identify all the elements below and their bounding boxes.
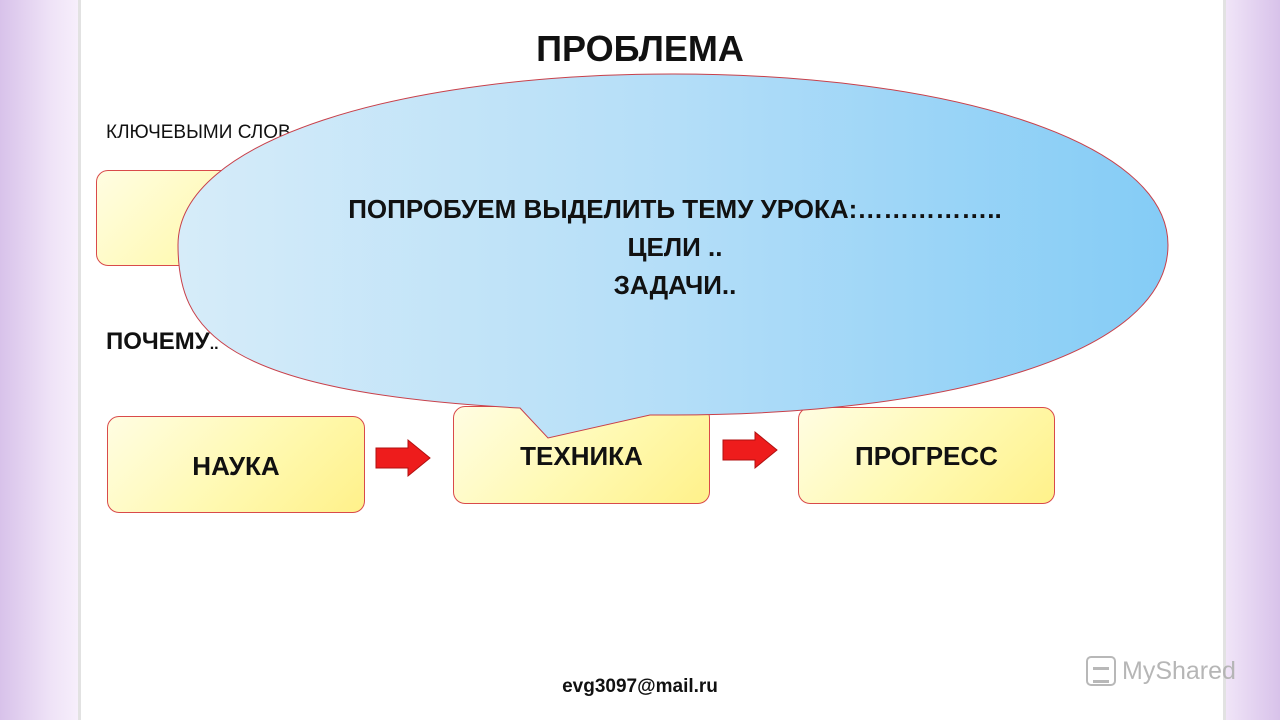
keywords-label: КЛЮЧЕВЫМИ СЛОВ xyxy=(106,122,291,143)
why-text: ПОЧЕМУ xyxy=(106,328,210,355)
bubble-text: ПОПРОБУЕМ ВЫДЕЛИТЬ ТЕМУ УРОКА:…………….. ЦЕ… xyxy=(180,190,1170,304)
watermark: MyShared xyxy=(1086,656,1236,686)
why-label: ПОЧЕМУ.. xyxy=(106,328,219,356)
slide-title: ПРОБЛЕМА xyxy=(536,28,744,69)
myshared-logo-icon xyxy=(1086,656,1116,686)
author-email: evg3097@mail.ru xyxy=(562,676,718,697)
arrow-right-icon xyxy=(722,430,778,470)
science-box: НАУКА xyxy=(107,416,365,513)
technology-label: ТЕХНИКА xyxy=(520,441,643,471)
watermark-text: MyShared xyxy=(1122,656,1236,685)
bubble-topic-line: ПОПРОБУЕМ ВЫДЕЛИТЬ ТЕМУ УРОКА:…………….. xyxy=(348,194,1002,224)
progress-box: ПРОГРЕСС xyxy=(798,407,1055,504)
progress-label: ПРОГРЕСС xyxy=(855,441,998,471)
arrow-right-icon xyxy=(375,438,431,478)
why-ellipsis: .. xyxy=(209,336,219,353)
science-label: НАУКА xyxy=(192,451,280,481)
bubble-tasks-line: ЗАДАЧИ.. xyxy=(613,270,737,300)
bubble-goals-line: ЦЕЛИ .. xyxy=(627,232,723,262)
